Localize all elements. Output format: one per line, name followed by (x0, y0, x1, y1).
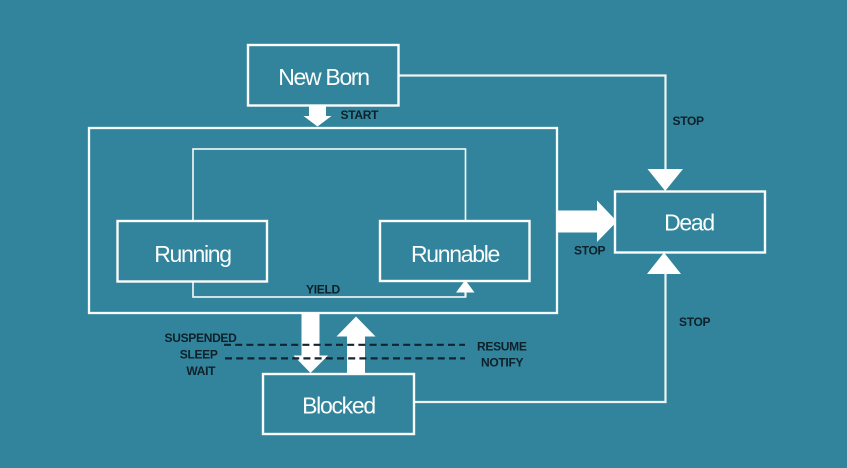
svg-text:STOP: STOP (574, 244, 606, 258)
svg-text:YIELD: YIELD (306, 283, 340, 297)
svg-text:STOP: STOP (679, 315, 711, 329)
svg-text:START: START (341, 108, 380, 122)
svg-text:RESUME: RESUME (477, 340, 527, 354)
svg-text:STOP: STOP (673, 114, 705, 128)
svg-text:Blocked: Blocked (302, 393, 375, 419)
svg-text:New Born: New Born (278, 64, 369, 90)
svg-text:Running: Running (154, 241, 231, 267)
svg-text:WAIT: WAIT (186, 364, 216, 378)
svg-text:Runnable: Runnable (411, 241, 500, 267)
svg-text:NOTIFY: NOTIFY (481, 356, 523, 370)
svg-text:SLEEP: SLEEP (180, 348, 218, 362)
svg-text:SUSPENDED: SUSPENDED (165, 331, 238, 345)
svg-text:Dead: Dead (664, 210, 714, 236)
